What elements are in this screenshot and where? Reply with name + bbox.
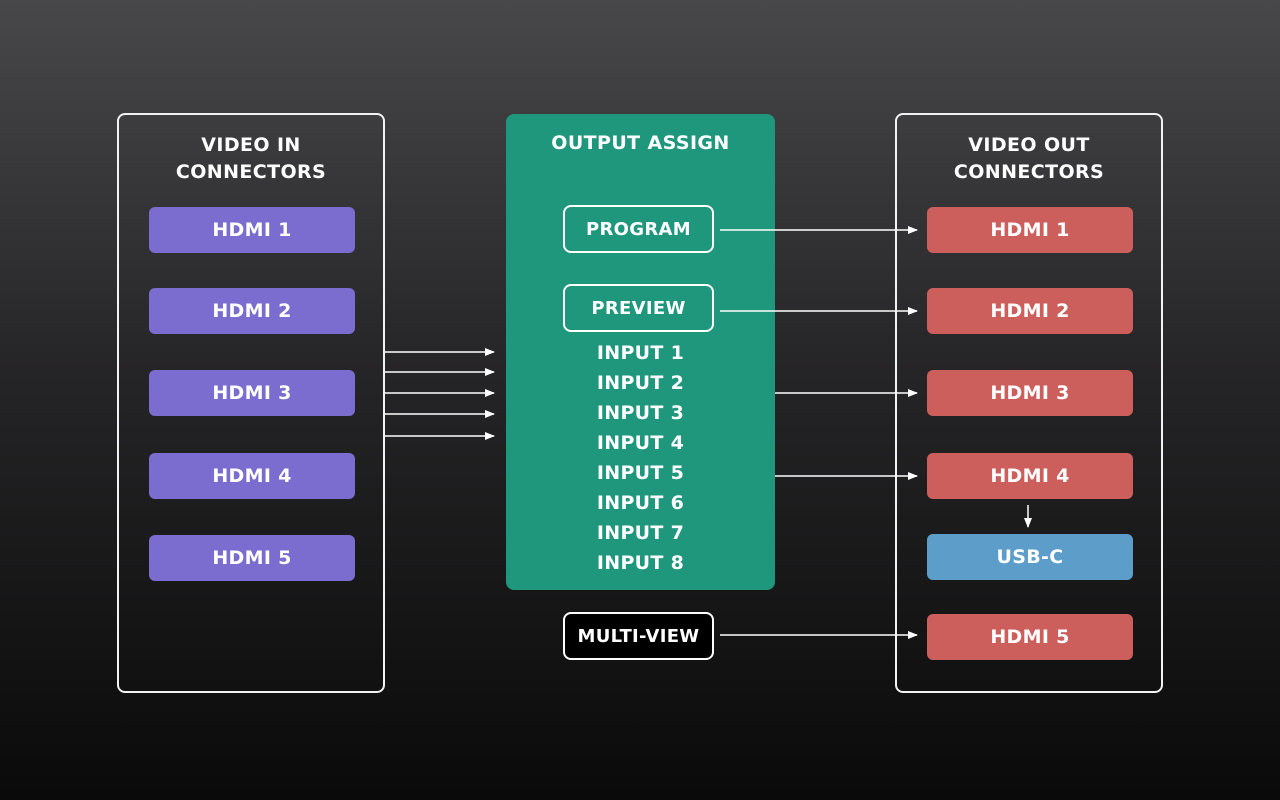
video-out-panel: VIDEO OUT CONNECTORS xyxy=(895,113,1163,693)
input-hdmi-2: HDMI 2 xyxy=(149,288,355,334)
input-item-8[interactable]: INPUT 8 xyxy=(596,552,685,574)
multi-view-button[interactable]: MULTI-VIEW xyxy=(563,612,714,660)
video-out-title-line2: CONNECTORS xyxy=(953,161,1105,183)
input-item-3[interactable]: INPUT 3 xyxy=(596,402,685,424)
output-assign-title: OUTPUT ASSIGN xyxy=(551,132,730,154)
input-item-4[interactable]: INPUT 4 xyxy=(596,432,685,454)
input-hdmi-4: HDMI 4 xyxy=(149,453,355,499)
input-item-1[interactable]: INPUT 1 xyxy=(596,342,685,364)
output-usb-c: USB-C xyxy=(927,534,1133,580)
video-in-title: VIDEO IN CONNECTORS xyxy=(119,132,383,186)
output-hdmi-2: HDMI 2 xyxy=(927,288,1133,334)
video-out-title-line1: VIDEO OUT xyxy=(968,134,1090,156)
input-item-6[interactable]: INPUT 6 xyxy=(596,492,685,514)
input-item-7[interactable]: INPUT 7 xyxy=(596,522,685,544)
video-out-title: VIDEO OUT CONNECTORS xyxy=(897,132,1161,186)
input-list: INPUT 1 INPUT 2 INPUT 3 INPUT 4 INPUT 5 … xyxy=(506,338,775,578)
preview-button[interactable]: PREVIEW xyxy=(563,284,714,332)
output-hdmi-5: HDMI 5 xyxy=(927,614,1133,660)
program-button[interactable]: PROGRAM xyxy=(563,205,714,253)
input-hdmi-1: HDMI 1 xyxy=(149,207,355,253)
input-hdmi-3: HDMI 3 xyxy=(149,370,355,416)
input-item-5[interactable]: INPUT 5 xyxy=(596,462,685,484)
output-hdmi-1: HDMI 1 xyxy=(927,207,1133,253)
input-item-2[interactable]: INPUT 2 xyxy=(596,372,685,394)
output-assign-panel: OUTPUT ASSIGN xyxy=(506,114,775,590)
output-hdmi-3: HDMI 3 xyxy=(927,370,1133,416)
input-hdmi-5: HDMI 5 xyxy=(149,535,355,581)
video-in-panel: VIDEO IN CONNECTORS xyxy=(117,113,385,693)
output-hdmi-4: HDMI 4 xyxy=(927,453,1133,499)
video-in-title-line2: CONNECTORS xyxy=(175,161,327,183)
video-in-title-line1: VIDEO IN xyxy=(201,134,301,156)
